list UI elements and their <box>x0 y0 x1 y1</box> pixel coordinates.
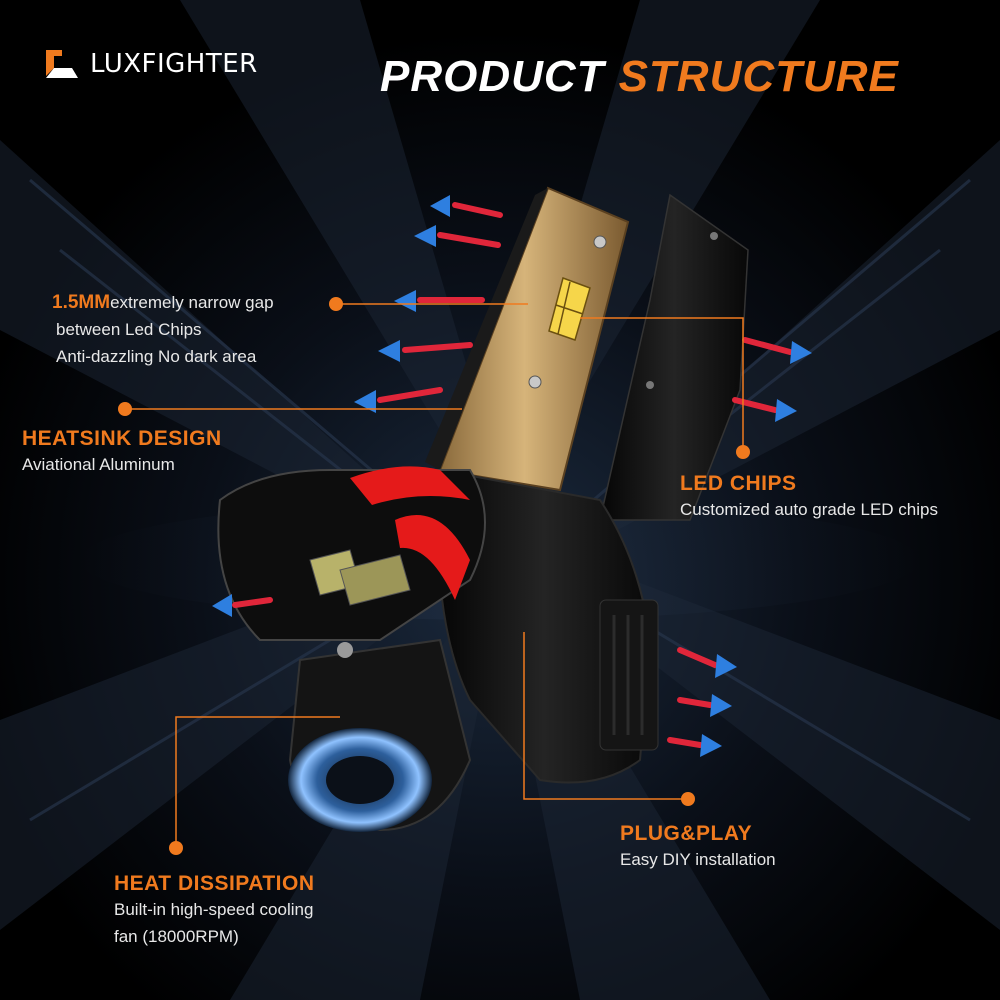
luxfighter-logo-icon <box>46 50 78 78</box>
led-chips-callout: LED CHIPS Customized auto grade LED chip… <box>680 472 938 523</box>
gap-line1: extremely narrow gap <box>110 293 274 312</box>
heat-dissipation-desc-line2: fan (18000RPM) <box>114 927 239 946</box>
led-chips-title: LED CHIPS <box>680 472 797 495</box>
gap-callout-dot <box>329 297 343 311</box>
plug-play-leader-line <box>523 632 688 800</box>
cooling-fan-housing <box>288 638 472 832</box>
led-chip-cluster <box>548 277 591 341</box>
brand-logo: LUXFIGHTER <box>42 46 258 82</box>
plug-play-callout-dot <box>681 792 695 806</box>
title-word-product: PRODUCT <box>380 52 605 101</box>
heat-dissipation-leader-line <box>175 716 340 848</box>
airflow-arrows <box>212 195 812 757</box>
heat-dissipation-callout-dot <box>169 841 183 855</box>
rear-heatsink-fin <box>599 193 749 521</box>
heat-dissipation-desc-line1: Built-in high-speed cooling <box>114 900 314 919</box>
gap-highlight: 1.5MM <box>52 292 111 313</box>
heatsink-title: HEATSINK DESIGN <box>22 427 222 450</box>
led-chips-callout-dot <box>736 445 750 459</box>
plug-play-desc: Easy DIY installation <box>620 850 776 869</box>
socket-adapter <box>217 466 486 641</box>
gap-line3: Anti-dazzling No dark area <box>56 347 257 366</box>
gap-callout: 1.5MMextremely narrow gap between Led Ch… <box>52 289 274 370</box>
plug-play-title: PLUG&PLAY <box>620 822 753 845</box>
heatsink-callout-dot <box>118 402 132 416</box>
heat-dissipation-callout: HEAT DISSIPATION Built-in high-speed coo… <box>114 872 315 950</box>
gap-line2: between Led Chips <box>56 320 202 339</box>
brand-name: LUXFIGHTER <box>90 49 258 79</box>
led-chips-desc: Customized auto grade LED chips <box>680 500 938 519</box>
heatsink-desc: Aviational Aluminum <box>22 455 175 474</box>
led-chips-leader-line <box>580 317 744 452</box>
heatsink-callout: HEATSINK DESIGN Aviational Aluminum <box>22 427 222 478</box>
plug-play-callout: PLUG&PLAY Easy DIY installation <box>620 822 776 873</box>
heat-dissipation-title: HEAT DISSIPATION <box>114 872 315 895</box>
title-word-structure: STRUCTURE <box>618 52 899 101</box>
page-title: PRODUCT STRUCTURE <box>380 52 899 102</box>
gold-heatsink-blade <box>425 186 630 492</box>
